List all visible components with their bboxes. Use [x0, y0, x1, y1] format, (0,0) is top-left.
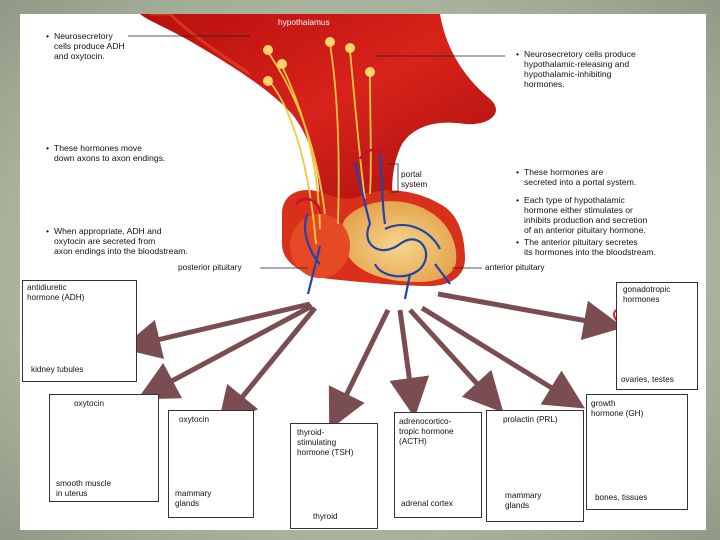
acth-target-label: adrenal cortex	[401, 499, 453, 508]
gh-hormone-label: growth hormone (GH)	[591, 399, 644, 418]
posterior-pituitary-label: posterior pituitary	[178, 262, 242, 272]
gh-target-label: bones, tissues	[595, 493, 648, 502]
hypothalamus-label: hypothalamus	[278, 17, 330, 27]
note-right-1: Neurosecretory cells produce hypothalami…	[516, 49, 636, 89]
note-right-3: Each type of hypothalamic hormone either…	[516, 195, 647, 235]
oxytocin-mammary-target-label: mammary glands	[175, 489, 212, 508]
note-left-3: When appropriate, ADH and oxytocin are s…	[46, 226, 188, 256]
hormone-arrows	[120, 291, 624, 430]
adh-hormone-label: antidiuretic hormone (ADH)	[27, 283, 85, 302]
gonadotropic-hormone-label: gonadotropic hormones	[623, 285, 671, 304]
hypothalamus-shape	[140, 14, 496, 209]
box-oxytocin-mammary: oxytocin mammary glands	[168, 410, 254, 518]
axons	[267, 43, 372, 245]
box-tsh: thyroid- stimulating hormone (TSH) thyro…	[290, 423, 378, 529]
neurosecretory-cells	[263, 37, 375, 86]
prl-target-label: mammary glands	[505, 491, 542, 510]
portal-vessels	[303, 153, 451, 300]
portal-system-label: portal system	[401, 169, 428, 189]
gonadotropic-target-label: ovaries, testes	[621, 375, 674, 384]
box-adh: antidiuretic hormone (ADH) kidney tubule…	[22, 280, 137, 382]
oxytocin-mammary-hormone-label: oxytocin	[179, 415, 210, 424]
note-left-1: Neurosecretory cells produce ADH and oxy…	[46, 31, 125, 61]
box-acth: adrenocortico- tropic hormone (ACTH) adr…	[394, 412, 482, 518]
box-gh: growth hormone (GH) bones, tissues	[586, 394, 688, 510]
prl-hormone-label: prolactin (PRL)	[503, 415, 558, 424]
tsh-hormone-label: thyroid- stimulating hormone (TSH)	[297, 428, 354, 457]
leader-lines	[128, 35, 505, 269]
box-gonadotropic: gonadotropic hormones ovaries, testes	[616, 282, 698, 390]
acth-hormone-label: adrenocortico- tropic hormone (ACTH)	[399, 417, 454, 446]
note-left-2: These hormones move down axons to axon e…	[46, 143, 165, 163]
tsh-target-label: thyroid	[313, 512, 338, 521]
slide: hypothalamus portal system posterior pit…	[20, 14, 706, 530]
adh-target-label: kidney tubules	[31, 365, 84, 374]
box-prl: prolactin (PRL) mammary glands	[486, 410, 584, 522]
anterior-pituitary-label: anterior pituitary	[485, 262, 545, 272]
note-right-4: The anterior pituitary secretes its horm…	[516, 237, 656, 257]
oxytocin-uterus-target-label: smooth muscle in uterus	[56, 479, 112, 498]
note-right-2: These hormones are secreted into a porta…	[516, 167, 636, 187]
oxytocin-uterus-hormone-label: oxytocin	[74, 399, 105, 408]
box-oxytocin-uterus: oxytocin smooth muscle in uterus	[49, 394, 159, 502]
